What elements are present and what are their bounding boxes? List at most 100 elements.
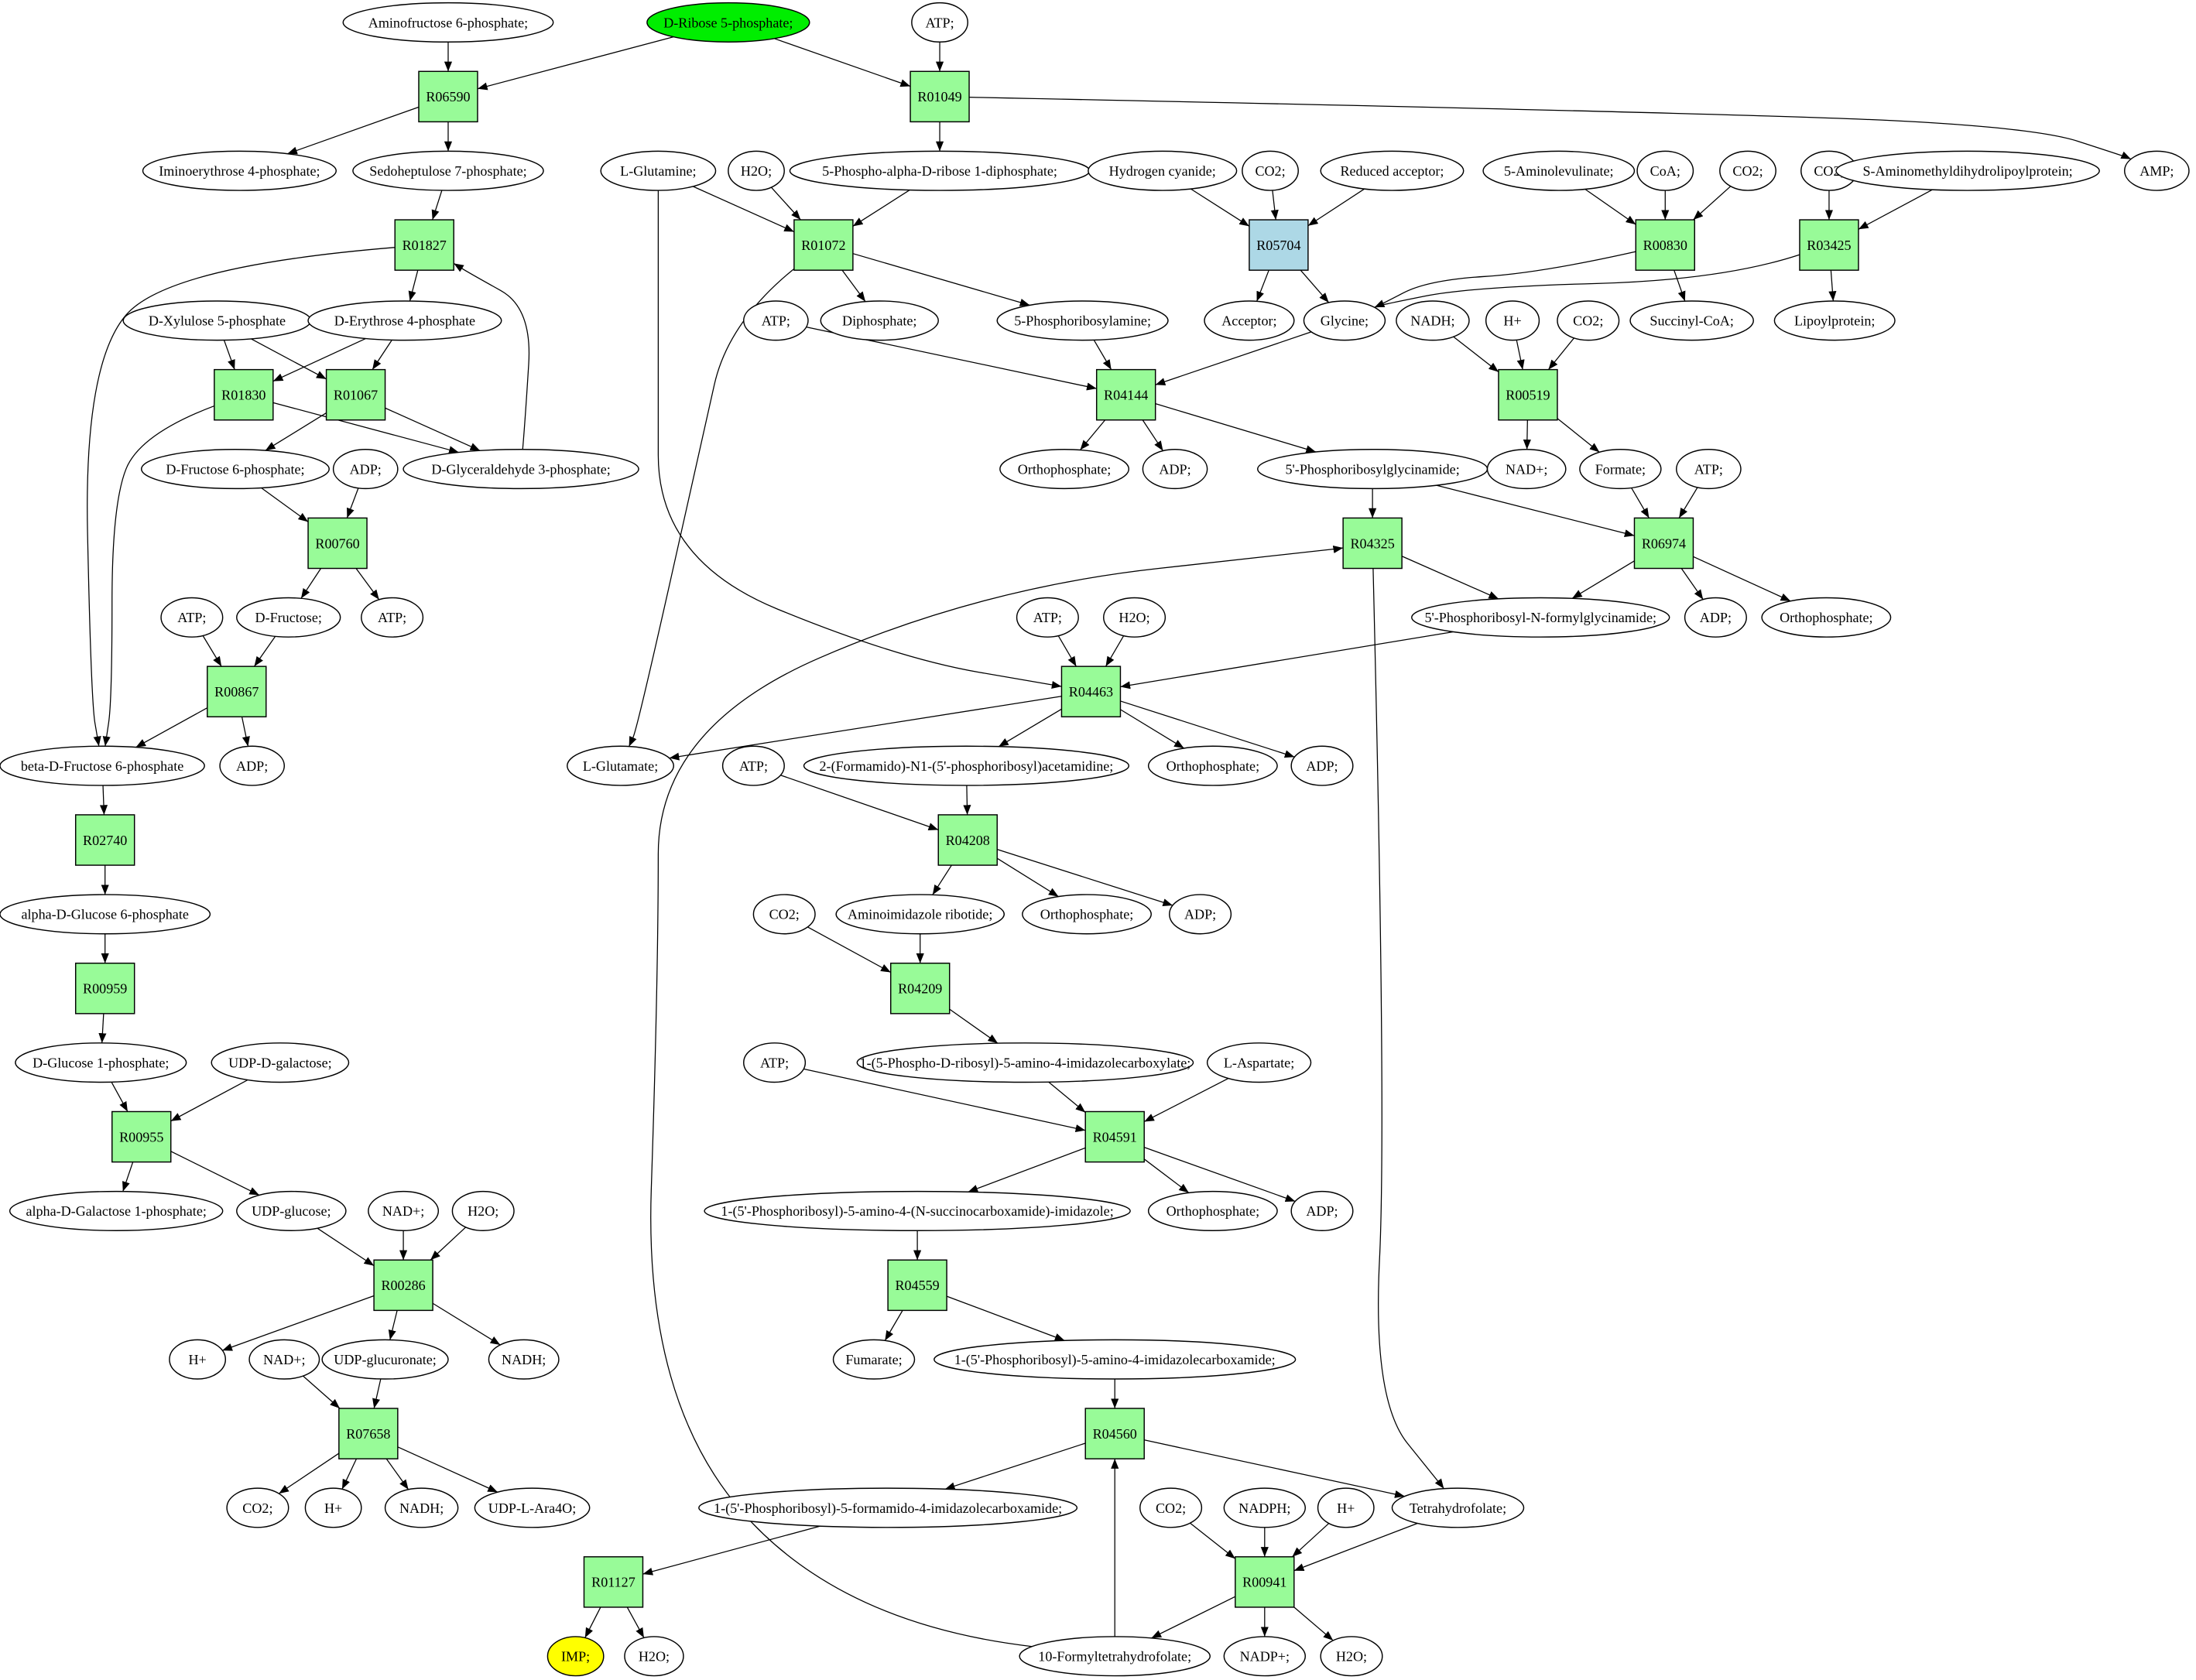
- reaction-node-R04144[interactable]: R04144: [1095, 368, 1156, 421]
- reaction-node-R04463[interactable]: R04463: [1060, 665, 1122, 718]
- compound-node[interactable]: 10-Formyltetrahydrofolate;: [1019, 1636, 1211, 1677]
- compound-node[interactable]: NADH;: [384, 1487, 459, 1528]
- compound-node[interactable]: H+: [304, 1487, 362, 1528]
- compound-node[interactable]: D-Glucose 1-phosphate;: [15, 1042, 187, 1083]
- compound-node[interactable]: 5'-Phosphoribosylglycinamide;: [1257, 449, 1489, 490]
- compound-node[interactable]: CO2;: [1557, 300, 1620, 341]
- compound-node[interactable]: UDP-L-Ara4O;: [474, 1487, 591, 1528]
- compound-node[interactable]: alpha-D-Glucose 6-phosphate: [0, 894, 211, 935]
- reaction-node-R01827[interactable]: R01827: [394, 219, 454, 271]
- reaction-node-R00519[interactable]: R00519: [1498, 368, 1558, 421]
- reaction-node-R01049[interactable]: R01049: [910, 70, 970, 123]
- compound-node[interactable]: H2O;: [728, 150, 785, 191]
- compound-node[interactable]: Sedoheptulose 7-phosphate;: [352, 150, 544, 191]
- reaction-node-R04325[interactable]: R04325: [1342, 517, 1403, 570]
- reaction-node-R00867[interactable]: R00867: [207, 665, 267, 718]
- reaction-node-R00955[interactable]: R00955: [111, 1110, 172, 1163]
- compound-node[interactable]: CO2;: [752, 894, 816, 935]
- compound-node[interactable]: 5'-Phosphoribosyl-N-formylglycinamide;: [1411, 597, 1670, 638]
- compound-node[interactable]: D-Glyceraldehyde 3-phosphate;: [403, 449, 639, 490]
- compound-node[interactable]: Reduced acceptor;: [1320, 150, 1465, 191]
- compound-node[interactable]: UDP-glucuronate;: [321, 1339, 449, 1380]
- compound-node[interactable]: ATP;: [721, 745, 785, 786]
- compound-node[interactable]: Glycine;: [1303, 300, 1386, 341]
- compound-node[interactable]: D-Fructose 6-phosphate;: [141, 449, 330, 490]
- reaction-node-R04560[interactable]: R04560: [1084, 1408, 1145, 1459]
- compound-node[interactable]: H+: [169, 1339, 227, 1380]
- compound-node[interactable]: L-Glutamate;: [567, 745, 675, 786]
- compound-node[interactable]: Succinyl-CoA;: [1629, 300, 1754, 341]
- compound-node[interactable]: Diphosphate;: [820, 300, 939, 341]
- compound-node[interactable]: Aminofructose 6-phosphate;: [342, 2, 554, 43]
- compound-node[interactable]: Formate;: [1579, 449, 1662, 490]
- compound-node[interactable]: ADP;: [1169, 894, 1232, 935]
- compound-node[interactable]: 1-(5'-Phosphoribosyl)-5-formamido-4-imid…: [698, 1487, 1078, 1528]
- compound-node[interactable]: ATP;: [1676, 449, 1742, 490]
- compound-node[interactable]: H2O;: [1320, 1636, 1383, 1677]
- compound-node[interactable]: H2O;: [624, 1636, 684, 1677]
- compound-node[interactable]: Acceptor;: [1204, 300, 1295, 341]
- reaction-node-R06974[interactable]: R06974: [1633, 517, 1694, 570]
- reaction-node-R00830[interactable]: R00830: [1635, 219, 1695, 271]
- reaction-node-R00959[interactable]: R00959: [74, 962, 135, 1015]
- compound-node[interactable]: 1-(5-Phospho-D-ribosyl)-5-amino-4-imidaz…: [856, 1042, 1194, 1083]
- compound-node[interactable]: NAD+;: [1486, 449, 1567, 490]
- compound-node[interactable]: Orthophosphate;: [1761, 597, 1892, 638]
- compound-node[interactable]: ATP;: [1016, 597, 1079, 638]
- compound-node[interactable]: Orthophosphate;: [999, 449, 1130, 490]
- compound-node[interactable]: ATP;: [911, 2, 968, 43]
- compound-node[interactable]: L-Glutamine;: [600, 150, 717, 191]
- reaction-node-R04559[interactable]: R04559: [887, 1259, 947, 1312]
- compound-node[interactable]: ATP;: [361, 597, 424, 638]
- compound-node[interactable]: AMP;: [2124, 150, 2190, 191]
- compound-node[interactable]: UDP-glucose;: [236, 1190, 347, 1231]
- compound-node[interactable]: CO2;: [1139, 1487, 1203, 1528]
- compound-node[interactable]: ADP;: [1290, 1190, 1354, 1231]
- compound-node[interactable]: Orthophosphate;: [1147, 745, 1278, 786]
- reaction-node-R04591[interactable]: R04591: [1084, 1110, 1145, 1163]
- reaction-node-R05704[interactable]: R05704: [1249, 219, 1309, 271]
- reaction-node-R01072[interactable]: R01072: [793, 219, 854, 271]
- compound-node[interactable]: Iminoerythrose 4-phosphate;: [142, 150, 337, 191]
- compound-node[interactable]: D-Ribose 5-phosphate;: [646, 2, 810, 43]
- compound-node[interactable]: S-Aminomethyldihydrolipoylprotein;: [1835, 150, 2100, 191]
- compound-node[interactable]: 5-Phospho-alpha-D-ribose 1-diphosphate;: [789, 150, 1091, 191]
- compound-node[interactable]: ATP;: [743, 300, 809, 341]
- reaction-node-R06590[interactable]: R06590: [418, 70, 478, 123]
- compound-node[interactable]: D-Fructose;: [236, 597, 341, 638]
- compound-node[interactable]: CO2;: [1719, 150, 1776, 191]
- compound-node[interactable]: D-Erythrose 4-phosphate: [307, 300, 502, 341]
- reaction-node-R04209[interactable]: R04209: [889, 962, 951, 1015]
- reaction-node-R03425[interactable]: R03425: [1799, 219, 1859, 271]
- compound-node[interactable]: ADP;: [1290, 745, 1354, 786]
- reaction-node-R01067[interactable]: R01067: [325, 368, 386, 421]
- compound-node[interactable]: H+: [1317, 1487, 1375, 1528]
- compound-node[interactable]: ADP;: [1142, 449, 1208, 490]
- compound-node[interactable]: alpha-D-Galactose 1-phosphate;: [9, 1190, 224, 1231]
- compound-node[interactable]: CO2;: [1800, 150, 1858, 191]
- compound-node[interactable]: beta-D-Fructose 6-phosphate: [0, 745, 205, 786]
- compound-node[interactable]: Tetrahydrofolate;: [1391, 1487, 1525, 1528]
- compound-node[interactable]: Orthophosphate;: [1147, 1190, 1278, 1231]
- compound-node[interactable]: 1-(5'-Phosphoribosyl)-5-amino-4-(N-succi…: [704, 1190, 1131, 1231]
- compound-node[interactable]: Orthophosphate;: [1022, 894, 1152, 935]
- compound-node[interactable]: H+: [1485, 300, 1540, 341]
- compound-node[interactable]: CoA;: [1636, 150, 1694, 191]
- compound-node[interactable]: Hydrogen cyanide;: [1088, 150, 1238, 191]
- compound-node[interactable]: UDP-D-galactose;: [211, 1042, 350, 1083]
- compound-node[interactable]: NADP+;: [1223, 1636, 1307, 1677]
- compound-node[interactable]: Lipoylprotein;: [1773, 300, 1896, 341]
- compound-node[interactable]: 5-Phosphoribosylamine;: [996, 300, 1169, 341]
- compound-node[interactable]: L-Aspartate;: [1206, 1042, 1312, 1083]
- compound-node[interactable]: ATP;: [743, 1042, 807, 1083]
- compound-node[interactable]: ADP;: [219, 745, 286, 786]
- compound-node[interactable]: H2O;: [451, 1190, 515, 1231]
- compound-node[interactable]: NADH;: [488, 1339, 560, 1380]
- compound-node[interactable]: NADPH;: [1223, 1487, 1307, 1528]
- compound-node[interactable]: ATP;: [160, 597, 224, 638]
- compound-node[interactable]: CO2;: [226, 1487, 289, 1528]
- compound-node[interactable]: ADP;: [1684, 597, 1747, 638]
- compound-node[interactable]: Aminoimidazole ribotide;: [835, 894, 1005, 935]
- compound-node[interactable]: CO2;: [1242, 150, 1299, 191]
- reaction-node-R01830[interactable]: R01830: [214, 368, 274, 421]
